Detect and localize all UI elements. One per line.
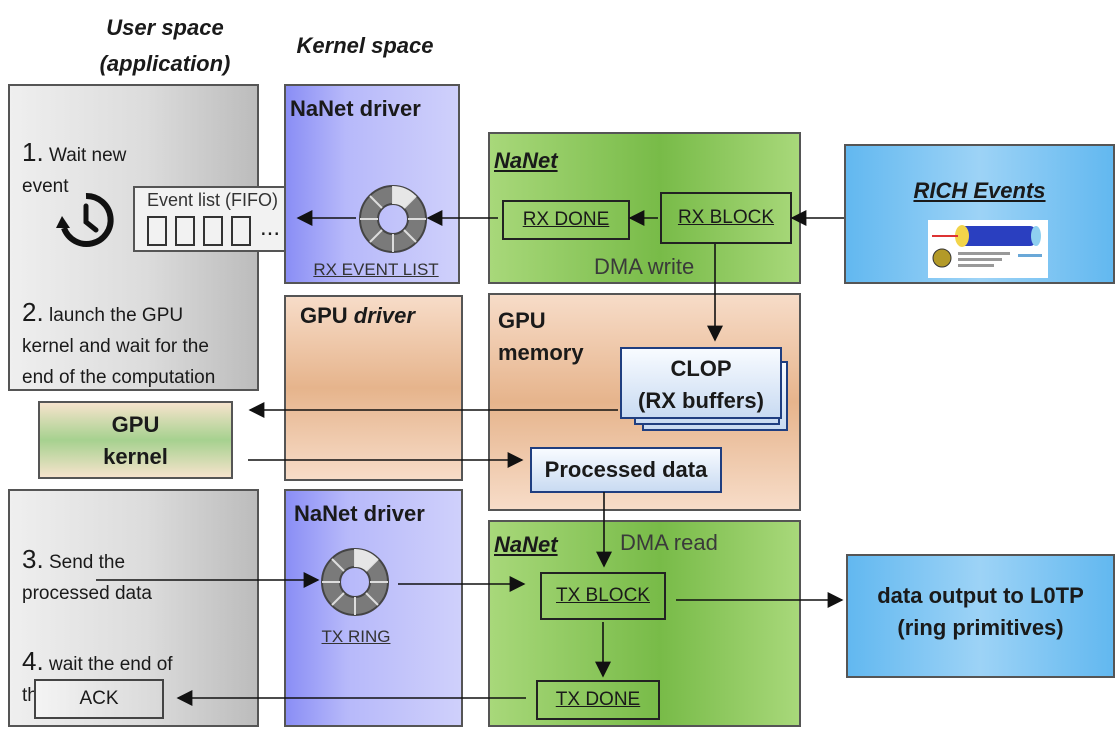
event-list-fifo: Event list (FIFO) ... — [133, 186, 303, 252]
gpu-driver-title: GPU driver — [300, 303, 415, 328]
user-space-header: User space (application) — [99, 15, 231, 76]
fifo-slot — [175, 216, 195, 246]
nanet-top-panel: NaNet RX DONE RX BLOCK DMA write — [488, 132, 801, 284]
nanet-bottom-panel: NaNet DMA read TX BLOCK TX DONE — [488, 520, 801, 727]
fifo-ellipsis: ... — [260, 214, 281, 241]
nanet-driver-bottom-title: NaNet driver — [294, 501, 425, 526]
step-1-text: 1. Wait new event — [22, 137, 127, 197]
nanet-driver-bottom-panel: NaNet driver TX RING — [284, 489, 463, 727]
clock-history-icon — [52, 186, 120, 254]
rich-events-panel: RICH Events — [844, 144, 1115, 284]
nanet-driver-top-panel: NaNet driver RX EVENT LIST — [284, 84, 460, 284]
fifo-slot — [203, 216, 223, 246]
nanet-bottom-title: NaNet — [494, 532, 558, 557]
gpu-memory-panel: GPU memory CLOP (RX buffers) Processed d… — [488, 293, 801, 511]
gpu-kernel-panel: GPU kernel — [38, 401, 233, 479]
nanet-top-title: NaNet — [494, 148, 558, 173]
ring-buffer-icon — [358, 184, 428, 254]
fifo-slot — [147, 216, 167, 246]
ring-buffer-icon — [320, 547, 390, 617]
l0tp-output-panel: data output to L0TP (ring primitives) — [846, 554, 1115, 678]
gpu-driver-panel: GPU driver — [284, 295, 463, 481]
rich-events-title: RICH Events — [913, 178, 1046, 203]
step-2-text: 2. launch the GPU kernel and wait for th… — [22, 297, 216, 388]
tx-block-box: TX BLOCK — [540, 572, 666, 620]
user-space-panel-top: 1. Wait new event Event list (FIFO) ... … — [8, 84, 303, 391]
gpu-memory-title: GPU memory — [498, 308, 584, 365]
nanet-driver-top-title: NaNet driver — [290, 96, 421, 121]
kernel-space-header: Kernel space — [296, 33, 434, 58]
user-space-panel-bottom: 3. Send the processed data 4. wait the e… — [8, 489, 259, 727]
step-3-text: 3. Send the processed data — [22, 544, 152, 604]
event-list-label: Event list (FIFO) — [147, 190, 279, 210]
dma-read-label: DMA read — [620, 530, 718, 555]
clop-rx-buffers: CLOP (RX buffers) — [620, 347, 782, 419]
tx-ring-label: TX RING — [321, 627, 391, 646]
rich-detector-icon — [928, 220, 1048, 278]
fifo-slot — [231, 216, 251, 246]
ack-box: ACK — [34, 679, 164, 719]
dma-write-label: DMA write — [594, 254, 695, 279]
rx-event-list-label: RX EVENT LIST — [313, 260, 439, 279]
processed-data-box: Processed data — [530, 447, 722, 493]
tx-done-box: TX DONE — [536, 680, 660, 720]
